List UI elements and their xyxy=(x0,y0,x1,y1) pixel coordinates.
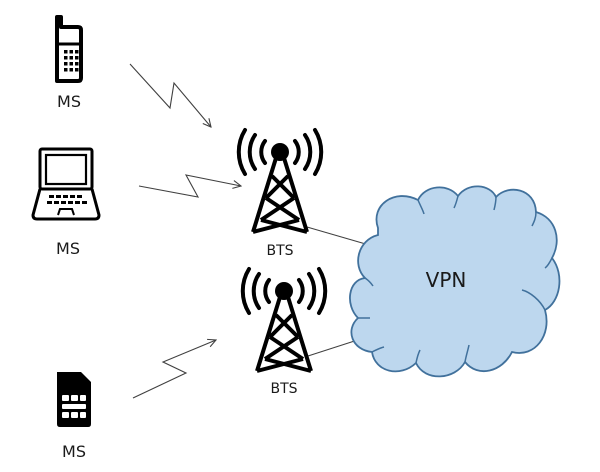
edge-ms-phone-bts-1 xyxy=(129,63,211,127)
ms-laptop-label: MS xyxy=(56,239,80,258)
bts-1-label: BTS xyxy=(266,243,293,259)
bts-2-label: BTS xyxy=(270,381,297,397)
ms-sim-label: MS xyxy=(62,442,86,461)
ms-phone-label: MS xyxy=(57,92,81,111)
antenna-tower-icon[interactable] xyxy=(240,267,328,373)
antenna-tower-icon[interactable] xyxy=(236,128,324,234)
edge-ms-laptop-bts-1 xyxy=(138,174,241,198)
mobile-phone-icon[interactable] xyxy=(55,15,83,83)
edge-ms-sim-bts-2 xyxy=(132,340,216,399)
sim-card-icon[interactable] xyxy=(57,372,91,427)
laptop-icon[interactable] xyxy=(31,147,101,221)
vpn-cloud[interactable] xyxy=(349,185,561,378)
vpn-label: VPN xyxy=(426,268,467,292)
